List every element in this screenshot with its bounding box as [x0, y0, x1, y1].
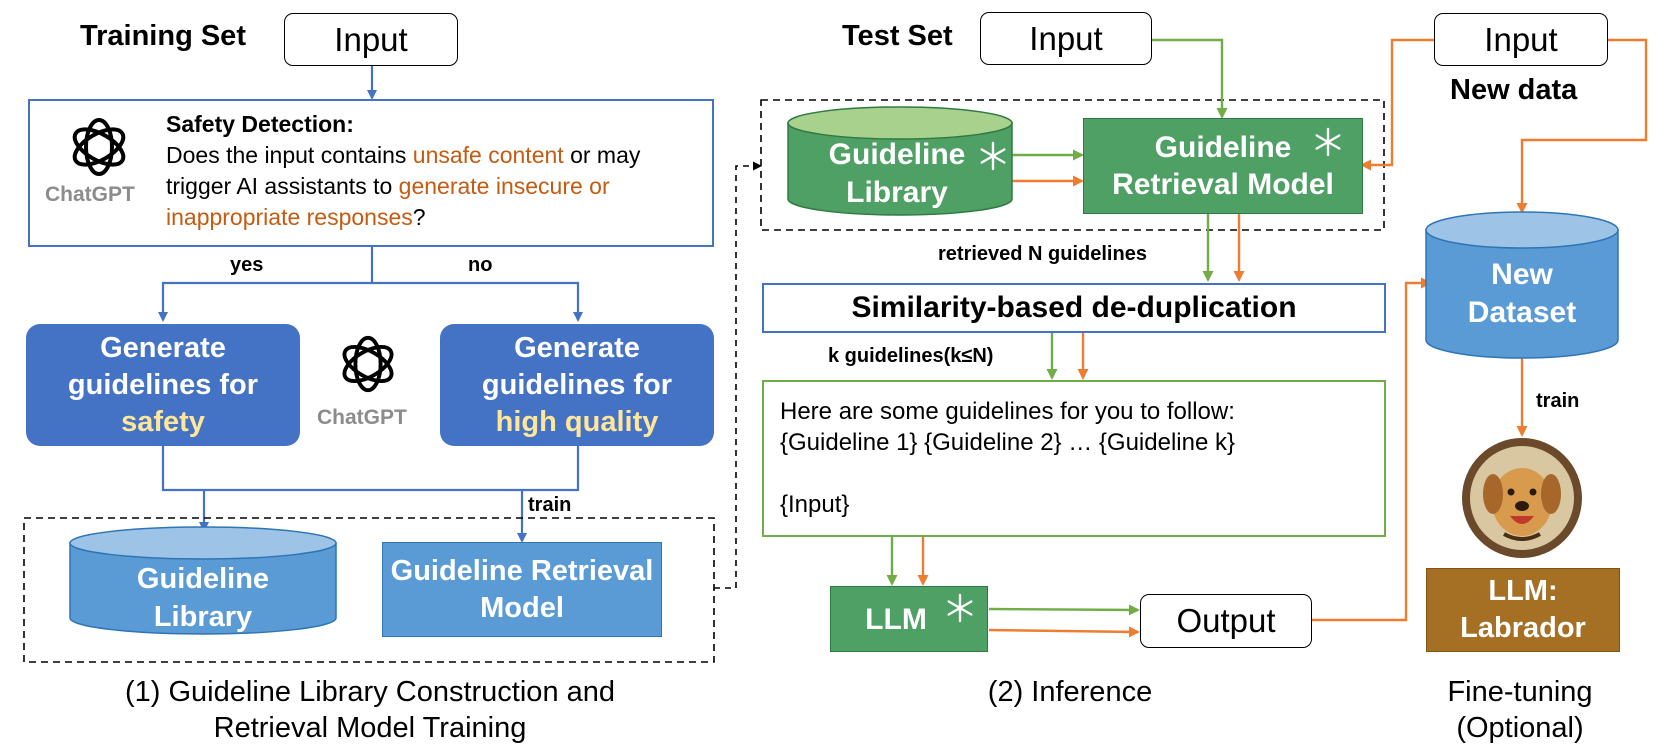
prompt-line-1: Here are some guidelines for you to foll…	[780, 398, 1235, 425]
orange-newinput-to-dataset	[1516, 38, 1648, 214]
inference-retrieval-box: Guideline Retrieval Model	[1083, 118, 1363, 214]
llm-box: LLM	[830, 586, 988, 652]
prompt-line-3: {Input}	[780, 491, 850, 518]
train-label: train	[528, 494, 572, 516]
generate-safety-box: Generate guidelines for safety	[26, 324, 300, 446]
test-set-title: Test Set	[842, 20, 953, 52]
chatgpt-center-label: ChatGPT	[317, 406, 407, 429]
safety-detection-text: Safety Detection: Does the input contain…	[166, 109, 706, 233]
dedup-box: Similarity-based de-duplication	[762, 283, 1386, 333]
new-dataset-label: New Dataset	[1467, 258, 1577, 329]
labrador-avatar-icon	[1462, 438, 1582, 558]
inference-library-cylinder	[787, 106, 1013, 216]
caption-inference: (2) Inference	[987, 676, 1153, 708]
arrow-no	[372, 281, 583, 322]
yes-label: yes	[230, 254, 264, 276]
new-dataset-cylinder	[1425, 211, 1619, 359]
inference-retrieval-label: Guideline Retrieval Model	[1112, 131, 1334, 201]
training-retrieval-box: Guideline Retrieval Model	[382, 542, 662, 637]
labrador-model-label: LLM: Labrador	[1460, 575, 1586, 644]
safety-detection-title: Safety Detection:	[166, 111, 354, 137]
chatgpt-logo-center-icon	[342, 335, 394, 393]
snowflake-icon	[1315, 127, 1341, 157]
no-label: no	[468, 254, 493, 276]
question-part-1: Does the input contains	[166, 142, 413, 168]
training-input-box: Input	[284, 13, 458, 66]
generate-quality-box: Generate guidelines for high quality	[440, 324, 714, 446]
caption-training: (1) Guideline Library Construction and R…	[124, 676, 616, 744]
output-box: Output	[1140, 594, 1312, 648]
prompt-box: Here are some guidelines for you to foll…	[762, 380, 1386, 537]
prompt-line-2: {Guideline 1} {Guideline 2} … {Guideline…	[780, 429, 1236, 456]
question-highlight-generate: generate insecure or inappropriate respo…	[166, 173, 610, 230]
question-part-3: ?	[412, 204, 426, 230]
training-retrieval-label: Guideline Retrieval Model	[390, 554, 654, 624]
new-data-label: New data	[1450, 74, 1578, 106]
new-input-box: Input	[1434, 13, 1608, 66]
generate-safety-text: Generate guidelines for	[67, 331, 259, 401]
k-guidelines-label: k guidelines(k≤N)	[828, 345, 994, 367]
generate-quality-highlight: high quality	[495, 405, 659, 438]
safety-detection-box: ChatGPT Safety Detection: Does the input…	[28, 99, 714, 247]
training-library-cylinder	[69, 526, 337, 635]
test-input-box: Input	[980, 12, 1152, 65]
training-dashed-region	[23, 517, 715, 663]
arrow-yes	[158, 247, 374, 322]
orange-newinput-to-retrieval	[1360, 38, 1434, 171]
orange-output-to-dataset	[1312, 277, 1432, 622]
dashed-link-arrow	[714, 161, 762, 589]
chatgpt-logo-icon	[72, 118, 126, 176]
green-llm-to-output	[988, 604, 1140, 616]
labrador-model-box: LLM: Labrador	[1426, 568, 1620, 652]
caption-finetune: Fine-tuning (Optional)	[1447, 676, 1593, 744]
inference-library-label: Guideline Library	[828, 138, 966, 209]
snowflake-icon	[947, 593, 973, 623]
generate-quality-text: Generate guidelines for	[481, 331, 673, 401]
generate-safety-highlight: safety	[121, 405, 205, 438]
question-highlight-unsafe: unsafe content	[412, 142, 564, 168]
training-library-label: Guideline Library	[136, 563, 270, 633]
training-set-title: Training Set	[80, 20, 246, 52]
snowflake-icon	[980, 141, 1006, 171]
chatgpt-label: ChatGPT	[45, 183, 135, 206]
orange-llm-to-output	[988, 626, 1140, 638]
safety-detection-question: Does the input contains unsafe content o…	[166, 140, 706, 233]
llm-label: LLM	[865, 602, 927, 636]
merge-line	[161, 446, 580, 492]
retrieved-label: retrieved N guidelines	[938, 243, 1147, 265]
green-input-to-retrieval	[1152, 38, 1228, 119]
question-part-2: or may trigger AI assistants to	[166, 142, 641, 199]
finetune-train-label: train	[1536, 390, 1580, 412]
